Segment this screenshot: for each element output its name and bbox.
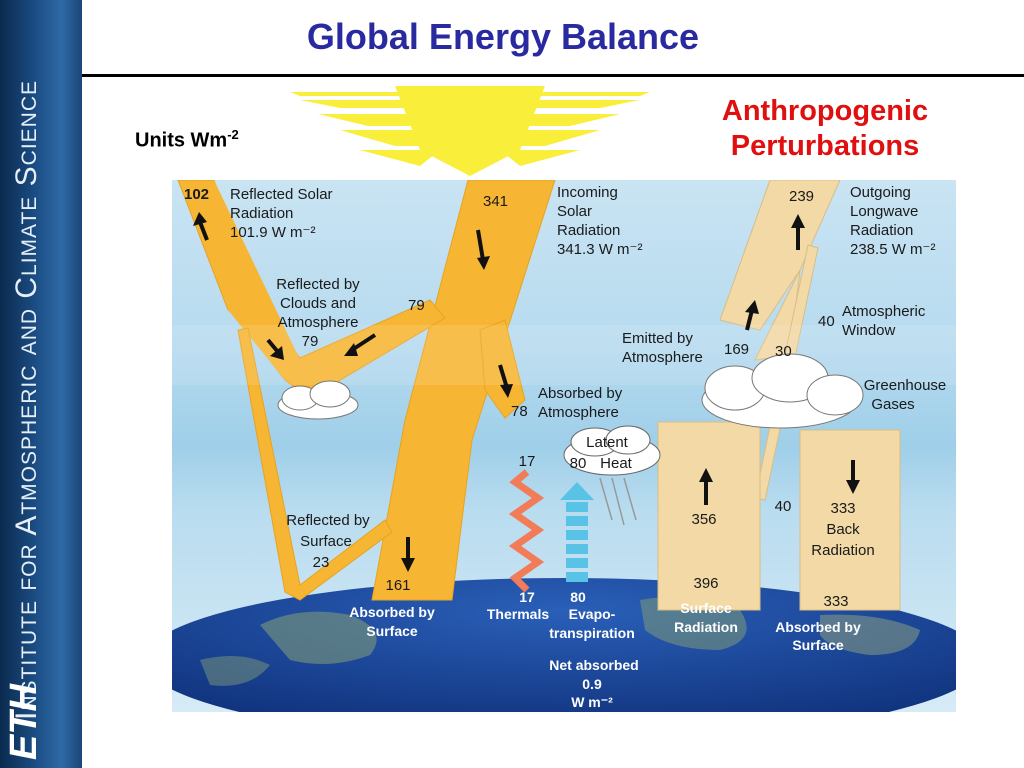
surface-rad-up-value: 356	[691, 511, 716, 528]
title-divider	[82, 74, 1024, 77]
outgoing-lw-label-2: Longwave	[850, 203, 918, 220]
evapo-label-1: Evapo-	[569, 606, 616, 622]
outgoing-lw-value: 239	[789, 188, 814, 205]
greenhouse-label-1: Greenhouse	[864, 377, 947, 394]
absorbed-atm-label-2: Atmosphere	[538, 404, 619, 421]
back-radiation-column	[799, 429, 901, 611]
reflected-surface-label-1: Reflected by	[286, 512, 370, 529]
latent-heat-label-1: Latent	[586, 434, 629, 451]
evapo-label-2: transpiration	[549, 625, 635, 641]
thermals-top-value: 17	[519, 453, 536, 470]
cloud-left-icon	[277, 380, 359, 420]
reflected-clouds-label-3: Atmosphere	[278, 314, 359, 331]
sun-icon	[290, 86, 650, 176]
rain-cloud-icon	[563, 425, 661, 526]
surface-rad-label-1: Surface	[680, 600, 732, 616]
absorbed-surface-left-label-1: Absorbed by	[349, 604, 435, 620]
net-absorbed-unit: W m⁻²	[571, 694, 613, 710]
absorbed-atm-label-1: Absorbed by	[538, 385, 623, 402]
incoming-solar-arrow	[371, 180, 556, 601]
reflected-surface-label-2: Surface	[300, 533, 352, 550]
reflected-clouds-label-1: Reflected by	[276, 276, 360, 293]
thermals-value: 17	[519, 589, 535, 605]
net-absorbed-label: Net absorbed	[549, 657, 638, 673]
reflected-clouds-label-2: Clouds and	[280, 295, 356, 312]
evapotranspiration-arrow	[560, 482, 594, 582]
units-label: Units Wm-2	[135, 127, 239, 152]
absorbed-surface-right-label-1: Absorbed by	[775, 619, 861, 635]
absorbed-surface-left-label-2: Surface	[366, 623, 418, 639]
slide-title: Global Energy Balance	[306, 16, 700, 57]
atmospheric-window-label-1: Atmospheric	[842, 303, 926, 320]
outgoing-longwave-arrow	[719, 180, 841, 331]
cloud-right-icon	[701, 353, 864, 429]
atmospheric-window-value: 40	[818, 313, 835, 330]
net-absorbed-value: 0.9	[582, 676, 602, 692]
surface-rad-value: 396	[693, 575, 718, 592]
absorbed-surface-right-label-2: Surface	[792, 637, 844, 653]
outgoing-lw-label-1: Outgoing	[850, 184, 911, 201]
absorbed-atm-value: 78	[511, 403, 528, 420]
surface-rad-label-2: Radiation	[674, 619, 738, 635]
greenhouse-label-2: Gases	[871, 396, 914, 413]
reflected-solar-label-3: 101.9 W m⁻²	[230, 224, 315, 241]
back-rad-label-2: Radiation	[811, 542, 874, 559]
emitted-atm-value: 169	[724, 341, 749, 358]
surface-radiation-column	[657, 421, 761, 611]
reflected-surface-arrow	[237, 327, 393, 601]
outgoing-lw-label-3: Radiation	[850, 222, 913, 239]
reflected-clouds-arrow-value: 79	[408, 297, 425, 314]
reflected-clouds-value: 79	[302, 333, 319, 350]
reflected-solar-value: 102	[184, 186, 209, 203]
emitted-atm-label-2: Atmosphere	[622, 349, 703, 366]
back-rad-label-1: Back	[826, 521, 860, 538]
reflected-solar-label-2: Radiation	[230, 205, 293, 222]
back-rad-value: 333	[830, 500, 855, 517]
incoming-solar-value: 341	[483, 193, 508, 210]
atmospheric-window-label-2: Window	[842, 322, 896, 339]
reflected-solar-label-1: Reflected Solar	[230, 186, 333, 203]
latent-heat-label-2: Heat	[600, 455, 633, 472]
incoming-solar-label-2: Solar	[557, 203, 592, 220]
incoming-solar-label-4: 341.3 W m⁻²	[557, 241, 642, 258]
emitted-atm-value-2: 30	[775, 343, 792, 360]
outgoing-lw-label-4: 238.5 W m⁻²	[850, 241, 935, 258]
reflected-surface-value: 23	[313, 554, 330, 571]
incoming-solar-label-1: Incoming	[557, 184, 618, 201]
thermals-arrow	[508, 469, 545, 593]
earth-surface	[172, 578, 956, 712]
anthropogenic-perturbations-heading: Anthropogenic Perturbations	[721, 95, 929, 162]
latent-heat-value: 80	[570, 455, 587, 472]
back-rad-bottom-value: 333	[823, 593, 848, 610]
thermals-label: Thermals	[487, 606, 549, 622]
evapo-value: 80	[570, 589, 586, 605]
emitted-atm-label-1: Emitted by	[622, 330, 693, 347]
incoming-solar-label-3: Radiation	[557, 222, 620, 239]
surface-window-value: 40	[775, 498, 792, 515]
absorbed-surface-left-value: 161	[385, 577, 410, 594]
sidebar-banner: Institute for Atmospheric and Climate Sc…	[0, 0, 82, 768]
